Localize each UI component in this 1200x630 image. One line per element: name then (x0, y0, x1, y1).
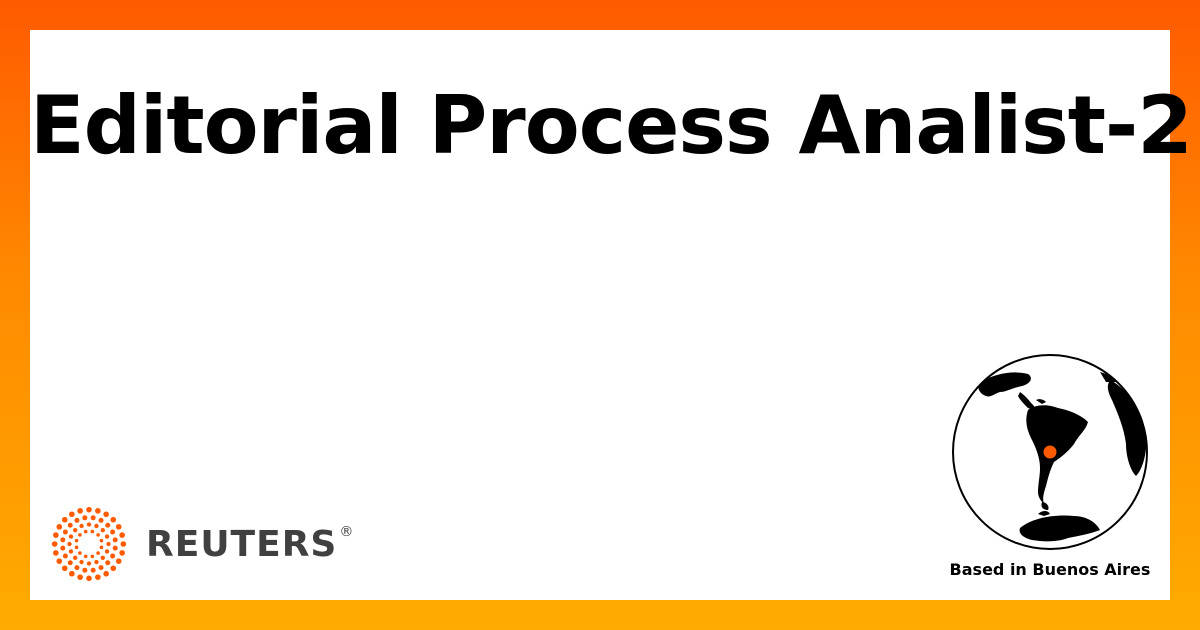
logo-dot (73, 555, 78, 560)
logo-dot (96, 551, 100, 555)
logo-dot (86, 506, 92, 513)
logo-dot (68, 534, 74, 539)
logo-dot (90, 567, 96, 573)
brand-wordmark: REUTERS® (146, 524, 355, 565)
logo-dot (60, 545, 66, 551)
logo-dot (68, 549, 74, 554)
logo-dot (90, 529, 95, 534)
logo-dot (112, 545, 118, 551)
logo-dot (86, 561, 92, 566)
logo-dot (61, 565, 68, 572)
logo-dot (67, 522, 73, 528)
logo-dot (82, 515, 88, 521)
logo-dot (99, 538, 104, 543)
location-marker (1043, 445, 1057, 459)
logo-dot (96, 533, 100, 537)
logo-dot (56, 524, 63, 530)
reuters-logo-icon (51, 506, 127, 582)
logo-dot (110, 529, 116, 535)
logo-dot (62, 529, 68, 535)
logo-dot (83, 554, 88, 559)
logo-dot (94, 559, 99, 565)
logo-dot (67, 560, 73, 566)
logo-dot (79, 523, 84, 529)
logo-dot (77, 508, 83, 514)
brand-wordmark-text: REUTERS (146, 524, 338, 565)
logo-dot (90, 554, 95, 559)
logo-dot (103, 570, 109, 577)
logo-dot (100, 528, 105, 533)
logo-dot (86, 575, 92, 582)
logo-dot (98, 565, 104, 571)
logo-dot (77, 574, 83, 580)
logo-dot (60, 537, 66, 543)
logo-dot (53, 532, 59, 538)
logo-dot (78, 533, 82, 537)
job-card: Editorial Process Analist-2 REUTERS® (30, 30, 1193, 600)
globe-south-america-icon (952, 354, 1148, 550)
logo-dot (51, 541, 58, 547)
logo-dot (62, 553, 68, 559)
logo-dot (83, 529, 88, 534)
location-label: Based in Buenos Aires (949, 560, 1151, 579)
page-title: Editorial Process Analist-2 (30, 79, 1193, 172)
logo-dot (106, 541, 111, 547)
logo-dot (74, 517, 80, 523)
logo-dot (78, 551, 82, 555)
logo-dot (56, 558, 63, 564)
logo-dot (53, 550, 59, 556)
logo-dot (119, 550, 125, 556)
logo-dot (82, 567, 88, 573)
registered-mark: ® (339, 524, 355, 540)
logo-dot (99, 545, 104, 550)
logo-dot (73, 528, 78, 533)
logo-dot (74, 538, 79, 543)
logo-dot (61, 516, 68, 523)
reuters-brand: REUTERS® (50, 506, 354, 582)
logo-dot (105, 522, 111, 528)
logo-dot (94, 523, 99, 529)
landmasses (978, 372, 1147, 542)
logo-dot (95, 574, 101, 580)
logo-dot (79, 559, 84, 565)
logo-dot (69, 570, 75, 577)
logo-dot (110, 565, 117, 572)
logo-dot (104, 534, 110, 539)
logo-dot (110, 516, 117, 523)
logo-dot (119, 532, 125, 538)
logo-dot (74, 565, 80, 571)
logo-dot (115, 558, 122, 564)
logo-dot (103, 511, 109, 518)
logo-dot (69, 511, 75, 518)
globe (950, 352, 1150, 552)
logo-dot (104, 549, 110, 554)
logo-dot (110, 553, 116, 559)
logo-dot (105, 560, 111, 566)
logo-dot (112, 537, 118, 543)
logo-dot (86, 522, 92, 527)
logo-dot (90, 515, 96, 521)
logo-dot (98, 517, 104, 523)
logo-dot (120, 541, 127, 547)
logo-dot (115, 524, 122, 530)
logo-dot (100, 555, 105, 560)
logo-dot (67, 541, 72, 547)
logo-dot (95, 508, 101, 514)
logo-dot (74, 545, 79, 550)
